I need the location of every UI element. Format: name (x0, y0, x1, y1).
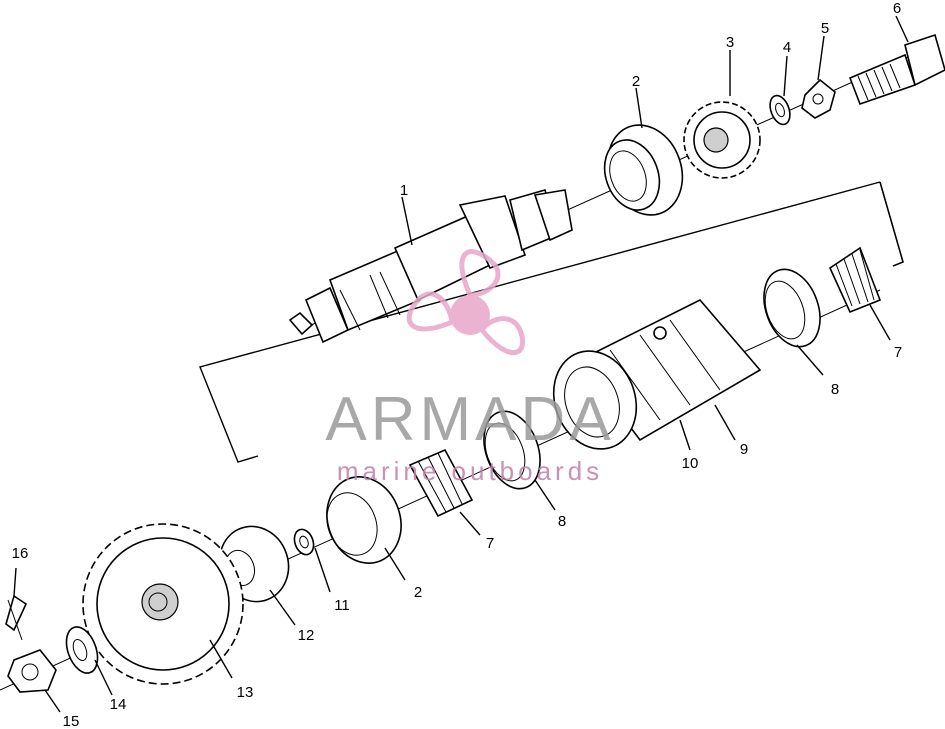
callout-14: 14 (110, 696, 127, 713)
callout-12: 12 (298, 627, 315, 644)
propeller-logo-icon (406, 249, 526, 355)
callout-7-lower: 7 (486, 535, 494, 552)
washer-lower (65, 626, 99, 674)
cotter-pin (5, 594, 28, 641)
bolt (848, 33, 945, 106)
upper-bearing (603, 124, 684, 216)
callout-7-upper: 7 (894, 344, 902, 361)
callout-8-upper: 8 (831, 381, 839, 398)
callout-9: 9 (740, 441, 748, 458)
washer-small (293, 528, 315, 556)
callout-10: 10 (682, 455, 699, 472)
bearing-cup-lower (483, 410, 541, 490)
large-sprocket (82, 523, 244, 685)
assembly-bracket-lines (199, 181, 904, 463)
armada-watermark: ARMADA marine outboards (325, 249, 614, 486)
roller-cone-upper (828, 246, 882, 314)
callout-8-lower: 8 (558, 513, 566, 530)
watermark-tagline: marine outboards (337, 456, 603, 486)
washer-upper (769, 94, 791, 126)
housing-drum (552, 299, 762, 450)
lower-bearing (326, 476, 402, 564)
lock-tab (801, 78, 836, 119)
callout-6: 6 (893, 0, 901, 17)
small-sprocket (683, 101, 761, 179)
main-shaft (288, 189, 573, 344)
callout-2-upper: 2 (632, 73, 640, 90)
callout-15: 15 (63, 713, 80, 729)
roller-cone-lower (408, 448, 474, 518)
callout-1: 1 (400, 182, 408, 199)
callout-2-lower: 2 (414, 584, 422, 601)
callout-5: 5 (821, 20, 829, 37)
callout-13: 13 (237, 684, 254, 701)
callout-3: 3 (726, 34, 734, 51)
bearing-cup-upper (763, 268, 821, 348)
watermark-brand: ARMADA (325, 385, 614, 454)
callout-16: 16 (12, 545, 29, 562)
leader-lines (13, 15, 909, 713)
castle-nut (7, 649, 57, 693)
callout-11: 11 (334, 597, 350, 614)
callout-4: 4 (783, 39, 791, 56)
